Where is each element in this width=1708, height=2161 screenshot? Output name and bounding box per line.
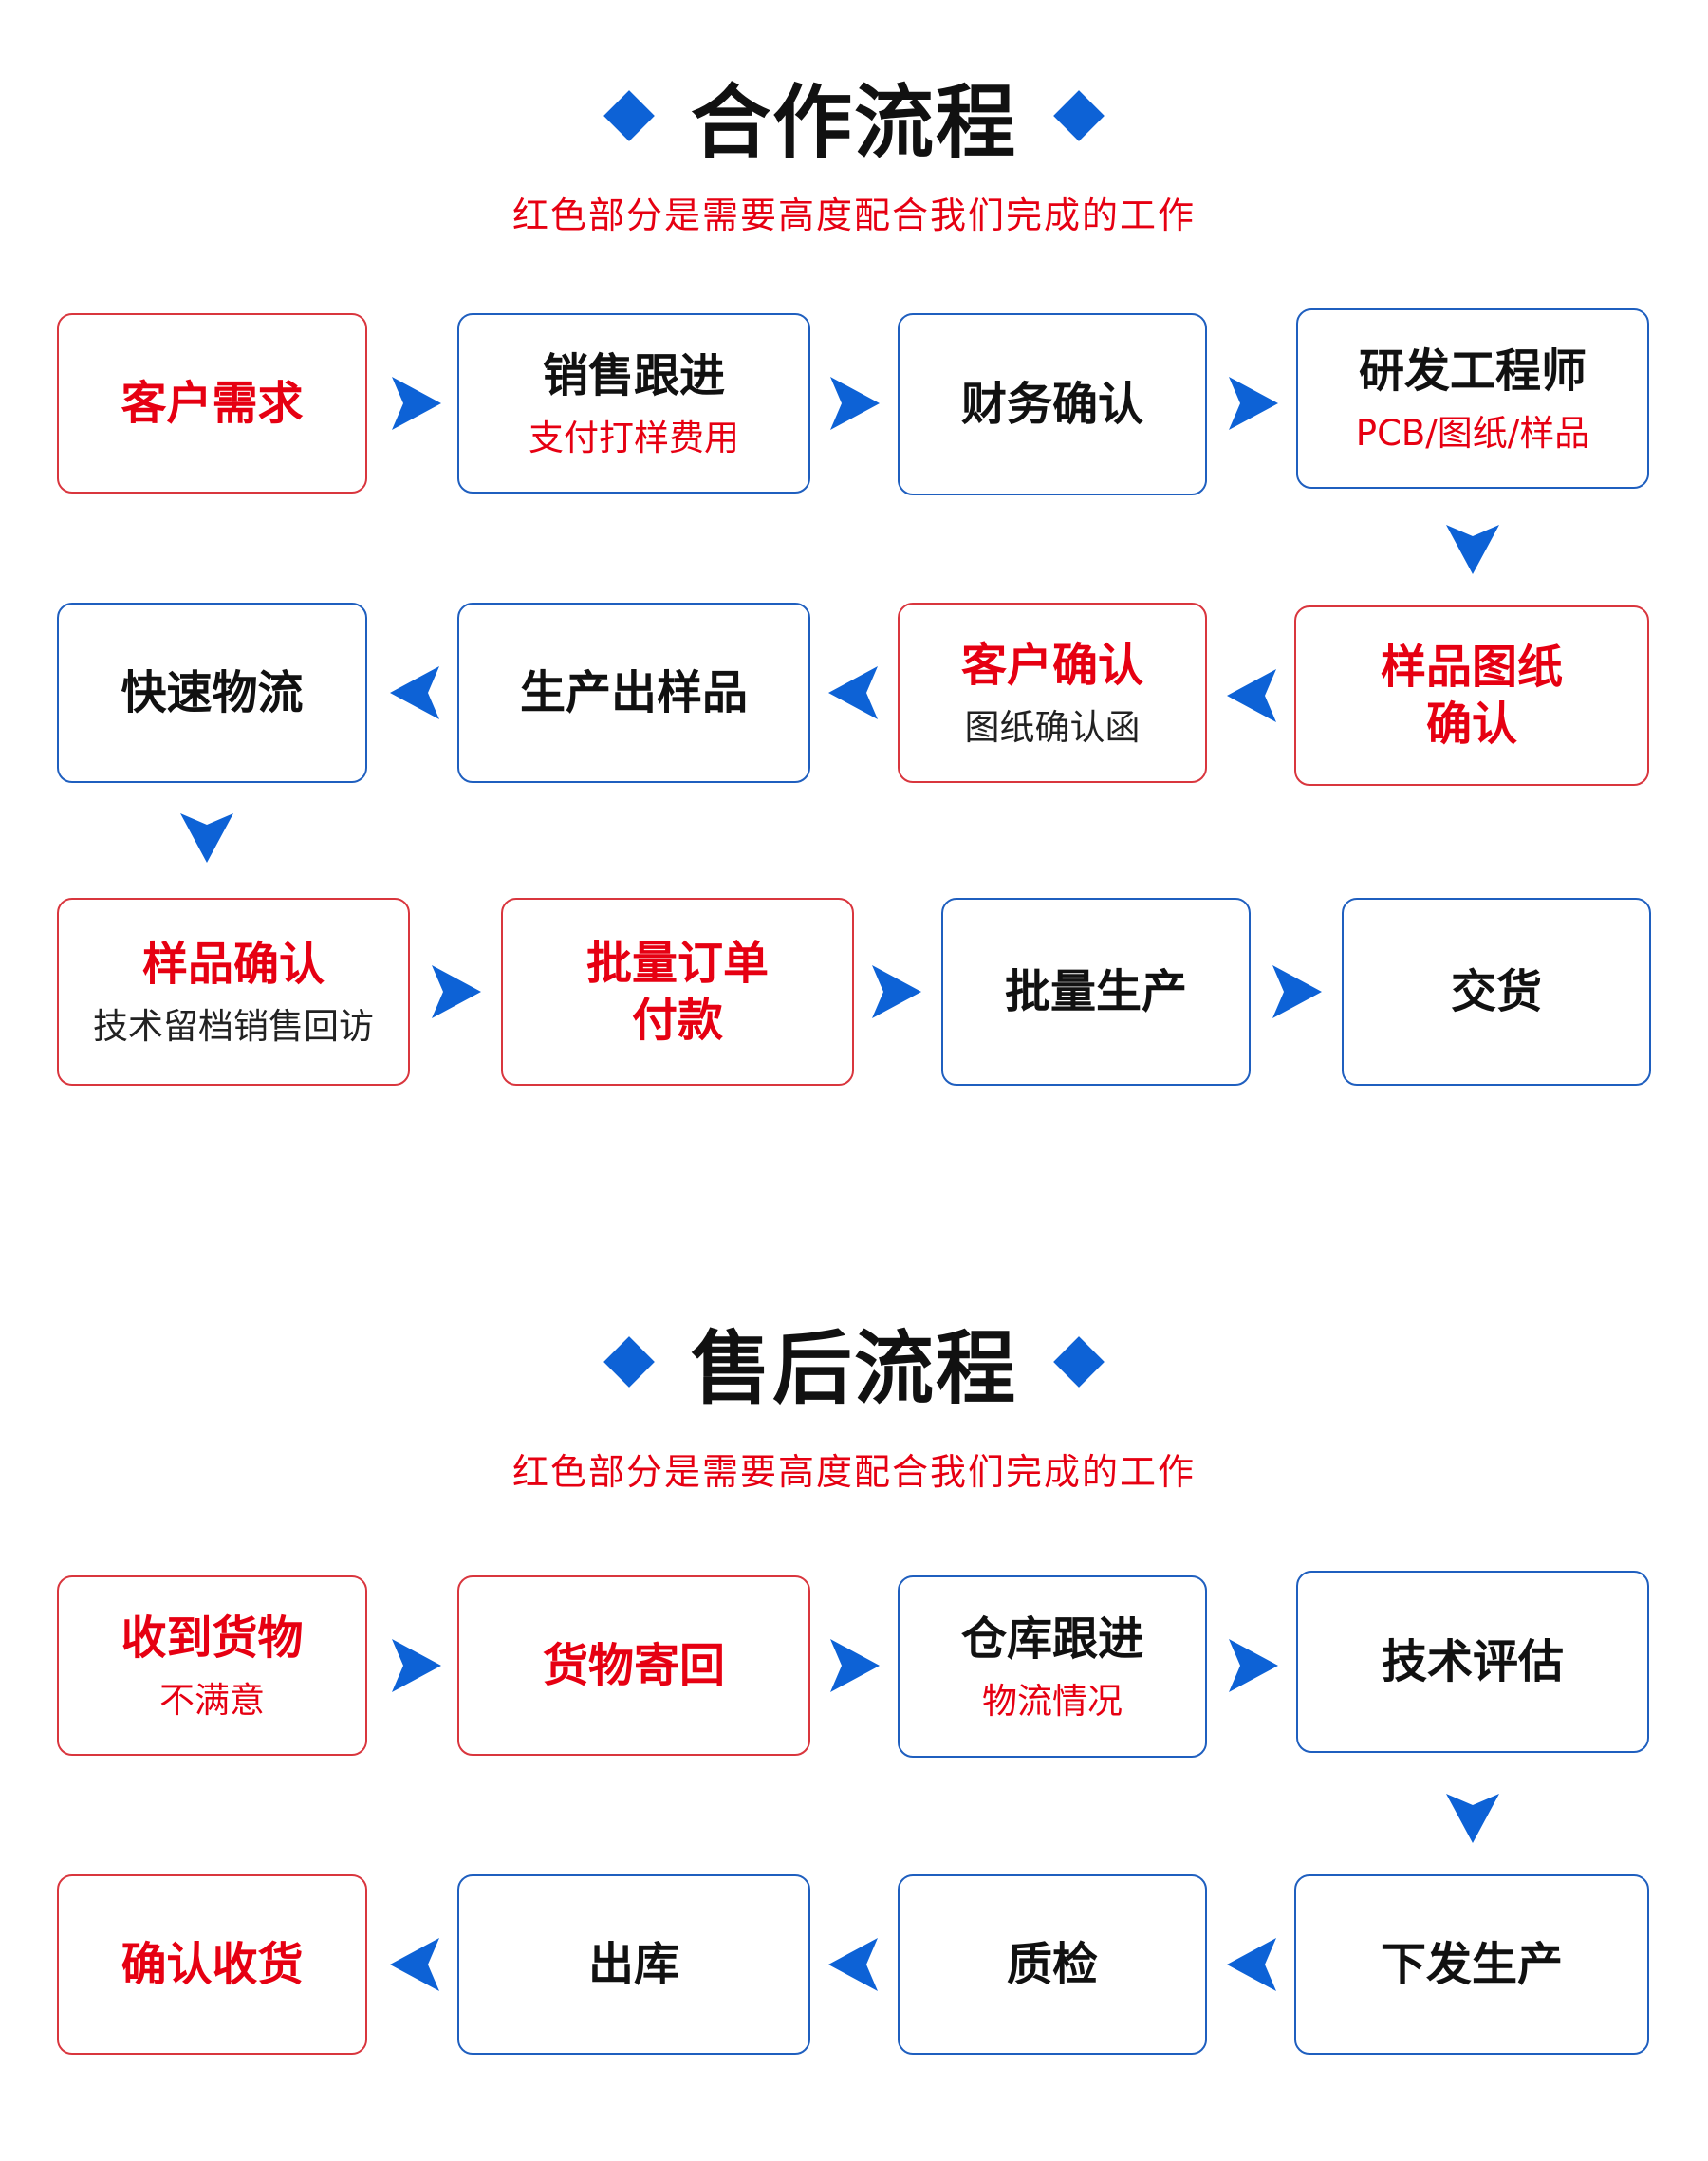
step-title: 技术评估	[1381, 1635, 1564, 1688]
diamond-icon	[603, 1336, 655, 1388]
arrow-down-icon	[1446, 1794, 1499, 1843]
step-title: 下发生产	[1380, 1938, 1563, 1991]
step-box: 确认收货	[57, 1874, 367, 2055]
step-box: 快速物流	[57, 603, 367, 783]
section-title-text: 合作流程	[690, 75, 1017, 169]
step-title: 出库	[587, 1938, 679, 1991]
step-box: 出库	[457, 1874, 810, 2055]
step-title: 客户确认	[960, 638, 1143, 692]
step-box: 样品确认技术留档销售回访	[57, 898, 410, 1086]
step-box: 收到货物不满意	[57, 1575, 367, 1756]
step-title: 研发工程师	[1358, 344, 1587, 398]
step-box: 样品图纸 确认	[1294, 605, 1649, 786]
step-title: 批量生产	[1004, 965, 1187, 1018]
step-box: 批量生产	[941, 898, 1251, 1086]
arrow-down-icon	[180, 813, 233, 863]
step-title: 销售跟进	[542, 348, 725, 402]
arrow-left-icon	[390, 666, 439, 719]
arrow-left-icon	[1227, 1938, 1276, 1991]
step-box: 仓库跟进物流情况	[898, 1575, 1207, 1758]
section-subtitle: 红色部分是需要高度配合我们完成的工作	[511, 1451, 1196, 1493]
step-note: 技术留档销售回访	[93, 1005, 374, 1047]
arrow-right-icon	[432, 965, 481, 1018]
arrow-left-icon	[828, 1938, 878, 1991]
arrow-left-icon	[1227, 669, 1276, 722]
step-box: 研发工程师 PCB/图纸/样品	[1296, 308, 1649, 489]
step-title: 客户需求	[121, 377, 304, 430]
step-title: 质检	[1006, 1938, 1098, 1991]
diamond-icon	[603, 90, 655, 141]
step-title: 确认收货	[121, 1938, 304, 1991]
step-title: 收到货物	[121, 1611, 304, 1665]
aftersales-title: 售后流程	[0, 1295, 1708, 1428]
arrow-right-icon	[872, 965, 921, 1018]
arrow-down-icon	[1446, 525, 1499, 574]
step-title: 生产出样品	[519, 666, 748, 719]
step-title: 样品确认	[141, 937, 325, 991]
step-box: 生产出样品	[457, 603, 810, 783]
section-title-text: 售后流程	[690, 1321, 1017, 1415]
step-box: 质检	[898, 1874, 1207, 2055]
step-title: 批量订单 付款	[585, 937, 769, 1047]
arrow-right-icon	[1272, 965, 1322, 1018]
arrow-right-icon	[830, 377, 880, 430]
step-title: 样品图纸 确认	[1380, 641, 1563, 751]
diamond-icon	[1053, 1336, 1105, 1388]
arrow-right-icon	[392, 377, 441, 430]
arrow-left-icon	[390, 1938, 439, 1991]
diamond-icon	[1053, 90, 1105, 141]
step-box: 财务确认	[898, 313, 1207, 495]
step-box: 客户需求	[57, 313, 367, 494]
step-title: 交货	[1450, 965, 1542, 1018]
step-title: 货物寄回	[542, 1639, 725, 1692]
step-note: PCB/图纸/样品	[1355, 412, 1590, 454]
arrow-right-icon	[1229, 377, 1278, 430]
step-title: 仓库跟进	[960, 1611, 1143, 1666]
step-box: 客户确认图纸确认函	[898, 603, 1207, 783]
arrow-right-icon	[392, 1639, 441, 1692]
step-title: 财务确认	[960, 378, 1143, 431]
cooperation-title: 合作流程	[0, 49, 1708, 182]
step-note: 物流情况	[982, 1680, 1123, 1722]
step-note: 图纸确认函	[964, 706, 1141, 748]
step-box: 技术评估	[1296, 1571, 1649, 1753]
step-box: 货物寄回	[457, 1575, 810, 1756]
step-title: 快速物流	[121, 666, 304, 719]
step-box: 交货	[1342, 898, 1651, 1086]
step-box: 批量订单 付款	[501, 898, 854, 1086]
arrow-right-icon	[1229, 1639, 1278, 1692]
step-note: 不满意	[159, 1679, 265, 1721]
section-subtitle: 红色部分是需要高度配合我们完成的工作	[511, 195, 1196, 236]
step-box: 销售跟进支付打样费用	[457, 313, 810, 494]
arrow-left-icon	[828, 666, 878, 719]
step-note: 支付打样费用	[529, 417, 739, 458]
step-box: 下发生产	[1294, 1874, 1649, 2055]
arrow-right-icon	[830, 1639, 880, 1692]
